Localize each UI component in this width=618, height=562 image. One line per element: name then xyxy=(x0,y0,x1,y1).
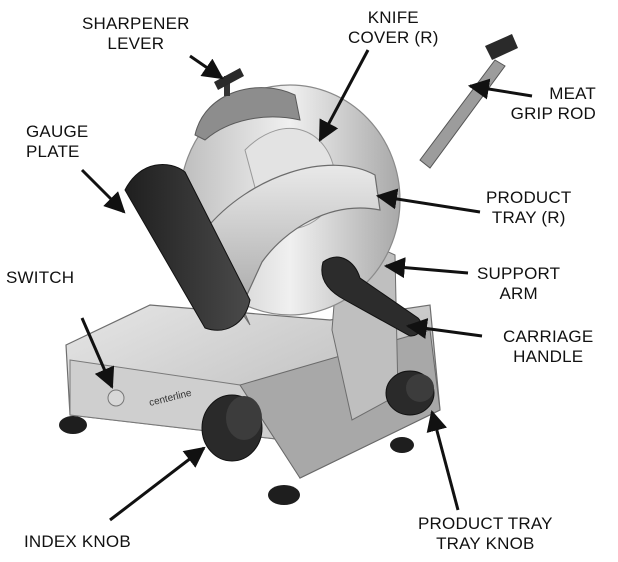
label-sharpener-lever: SHARPENER LEVER xyxy=(82,14,190,54)
label-switch: SWITCH xyxy=(6,268,74,288)
arrow-product-tray xyxy=(375,188,481,214)
label-line: GAUGE xyxy=(26,122,89,141)
label-carriage-handle: CARRIAGE HANDLE xyxy=(503,327,593,367)
label-line: KNIFE xyxy=(367,8,419,27)
label-line: TRAY KNOB xyxy=(436,534,535,553)
arrow-meat-grip-rod xyxy=(467,78,533,100)
label-line: MEAT xyxy=(549,84,596,103)
label-line: PRODUCT TRAY xyxy=(418,514,553,533)
sharpener-lever-handle xyxy=(214,68,244,90)
index-knob xyxy=(201,394,263,462)
label-line: CARRIAGE xyxy=(503,327,594,346)
label-line: COVER (R) xyxy=(348,28,439,47)
label-knife-cover: KNIFE COVER (R) xyxy=(348,8,439,48)
label-product-tray: PRODUCT TRAY (R) xyxy=(486,188,571,228)
arrow-switch xyxy=(80,317,115,389)
label-index-knob: INDEX KNOB xyxy=(24,532,131,552)
label-product-tray-knob: PRODUCT TRAY TRAY KNOB xyxy=(418,514,553,554)
label-meat-grip-rod: MEAT GRIP ROD xyxy=(492,84,596,124)
label-line: LEVER xyxy=(107,34,165,53)
knife-cover-top xyxy=(194,87,301,141)
label-line: ARM xyxy=(499,284,538,303)
label-line: INDEX KNOB xyxy=(24,532,131,551)
callout-arrows xyxy=(80,49,533,522)
power-switch xyxy=(107,389,125,407)
gauge-plate xyxy=(124,164,251,331)
arrow-sharpener-lever xyxy=(189,54,224,80)
foot-right xyxy=(390,437,414,453)
label-line: GRIP ROD xyxy=(510,104,596,123)
meat-grip-knob xyxy=(485,34,518,60)
product-tray-knob xyxy=(385,370,435,416)
arrow-knife-cover xyxy=(318,49,370,142)
label-line: TRAY (R) xyxy=(491,208,566,227)
arrow-index-knob xyxy=(109,446,206,522)
label-gauge-plate: GAUGE PLATE xyxy=(26,122,88,162)
arrow-support-arm xyxy=(383,257,469,279)
arrow-gauge-plate xyxy=(80,168,126,214)
label-line: PLATE xyxy=(26,142,80,161)
label-support-arm: SUPPORT ARM xyxy=(477,264,560,304)
slicer-machine: centerline xyxy=(59,34,518,505)
label-line: PRODUCT xyxy=(486,188,572,207)
sharpener-lever-post xyxy=(224,76,230,96)
foot-front xyxy=(268,485,300,505)
label-line: SUPPORT xyxy=(477,264,561,283)
foot-left xyxy=(59,416,87,434)
arrow-carriage-handle xyxy=(405,318,483,339)
label-line: SWITCH xyxy=(6,268,75,287)
label-line: HANDLE xyxy=(513,347,584,366)
label-line: SHARPENER xyxy=(82,14,190,33)
arrow-product-tray-knob xyxy=(426,409,460,511)
